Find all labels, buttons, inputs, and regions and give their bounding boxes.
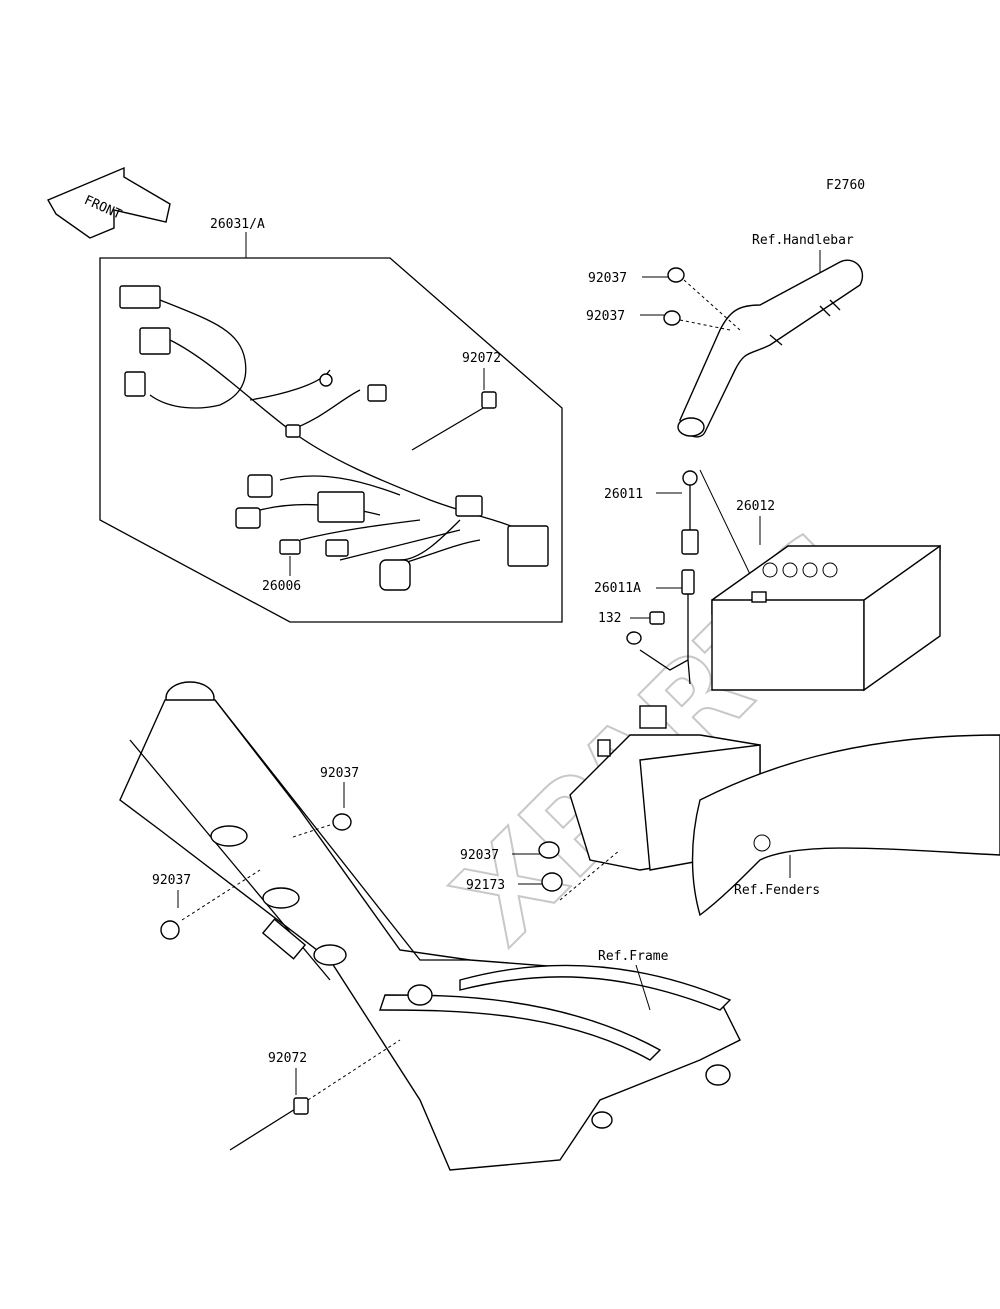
handlebar-clamps (663, 267, 741, 331)
label-clamp-frame-2: 92037 (152, 873, 191, 888)
fender-clip (541, 872, 563, 892)
fuse (279, 539, 301, 555)
label-battery: 26012 (736, 499, 775, 514)
wiring-harness (149, 299, 521, 571)
label-harness: 26031/A (210, 217, 265, 232)
label-bolt: 132 (598, 611, 621, 626)
battery (711, 544, 941, 692)
figure-code: F2760 (826, 178, 865, 193)
cable-tie-bottom (229, 1039, 401, 1151)
label-tie-bottom: 92072 (268, 1051, 307, 1066)
label-ref-fenders: Ref.Fenders (734, 883, 820, 898)
connector-group (119, 285, 549, 591)
handlebar (677, 259, 864, 438)
label-ref-handlebar: Ref.Handlebar (752, 233, 854, 248)
label-fuse: 26006 (262, 579, 301, 594)
frame (119, 681, 741, 1171)
rear-fender (691, 734, 1000, 917)
label-lead-a: 26011A (594, 581, 641, 596)
label-clamp-hb-2: 92037 (586, 309, 625, 324)
fender-clamp (538, 841, 560, 859)
front-arrow-icon: FRONT (47, 166, 171, 239)
harness-box (99, 257, 563, 623)
label-lead: 26011 (604, 487, 643, 502)
label-clip: 92173 (466, 878, 505, 893)
label-tie-top: 92072 (462, 351, 501, 366)
label-clamp-fender: 92037 (460, 848, 499, 863)
label-ref-frame: Ref.Frame (598, 949, 669, 964)
frame-clamp-1 (332, 813, 352, 831)
label-clamp-frame-1: 92037 (320, 766, 359, 781)
cable-tie-top (411, 391, 497, 451)
label-clamp-hb-1: 92037 (588, 271, 627, 286)
frame-clamp-2 (160, 920, 180, 940)
